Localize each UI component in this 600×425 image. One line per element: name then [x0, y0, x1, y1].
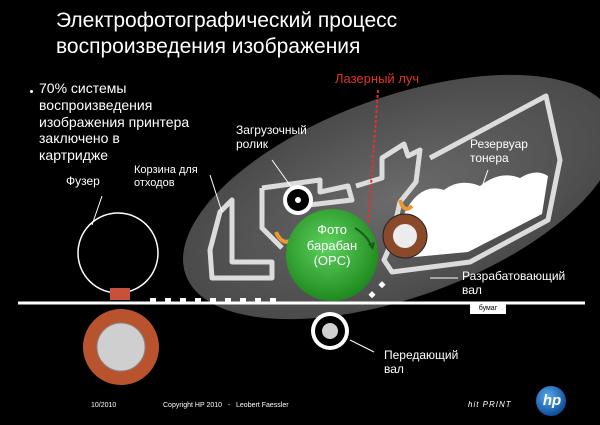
footer-date: 10/2010 — [91, 402, 117, 409]
fuser-heater — [110, 288, 130, 300]
label-laser-beam: Лазерный луч — [335, 71, 420, 86]
transfer-roller-core — [322, 323, 338, 339]
waste-bin-frame — [261, 177, 355, 209]
label-waste-bin: Корзина для отходов — [134, 164, 198, 189]
drum-rotation-arrowhead — [368, 242, 375, 250]
loading-roller-core — [295, 197, 301, 203]
toner-reservoir-pointer — [477, 169, 489, 199]
fuser-pointer — [91, 195, 103, 226]
label-paper: бумаг — [470, 303, 506, 314]
transfer-roller-pointer — [349, 339, 375, 353]
bullet-dot-icon — [30, 90, 33, 93]
fuser-upper-roller — [77, 212, 159, 294]
photo-drum — [286, 209, 378, 301]
label-loading-roller: Загрузочный ролик — [236, 123, 307, 151]
footer-copyright: Copyright HP 2010 - Leobert Faessler — [163, 402, 289, 409]
hp-logo-icon — [536, 386, 566, 416]
footer-brand-print: hit PRINT — [468, 400, 512, 409]
bullet-text: 70% системы воспроизведения изображения … — [39, 80, 190, 164]
label-fuser: Фузер — [66, 174, 100, 188]
waste-bin-pointer — [209, 174, 223, 213]
laser-beam-line — [367, 89, 379, 226]
fuser-pressure-roller-core — [96, 322, 146, 372]
waste-bin-wall — [259, 188, 284, 250]
developer-roller-core — [393, 224, 417, 248]
waste-bin-outline — [207, 197, 275, 281]
label-developer-roller: Разрабатовающий вал — [462, 269, 566, 297]
loading-roller-pointer — [271, 159, 293, 189]
label-drum: Фото барабан (OPC) — [306, 222, 358, 269]
label-transfer-roller: Передающий вал — [384, 348, 459, 376]
label-toner-reservoir: Резервуар тонера — [470, 137, 528, 165]
doctor-blade — [398, 199, 414, 211]
slide-title: Электрофотографический процесс воспроизв… — [56, 9, 398, 59]
toner-powder — [404, 172, 548, 258]
toner-dots — [150, 281, 386, 304]
hp-logo-text: hp — [542, 392, 562, 409]
